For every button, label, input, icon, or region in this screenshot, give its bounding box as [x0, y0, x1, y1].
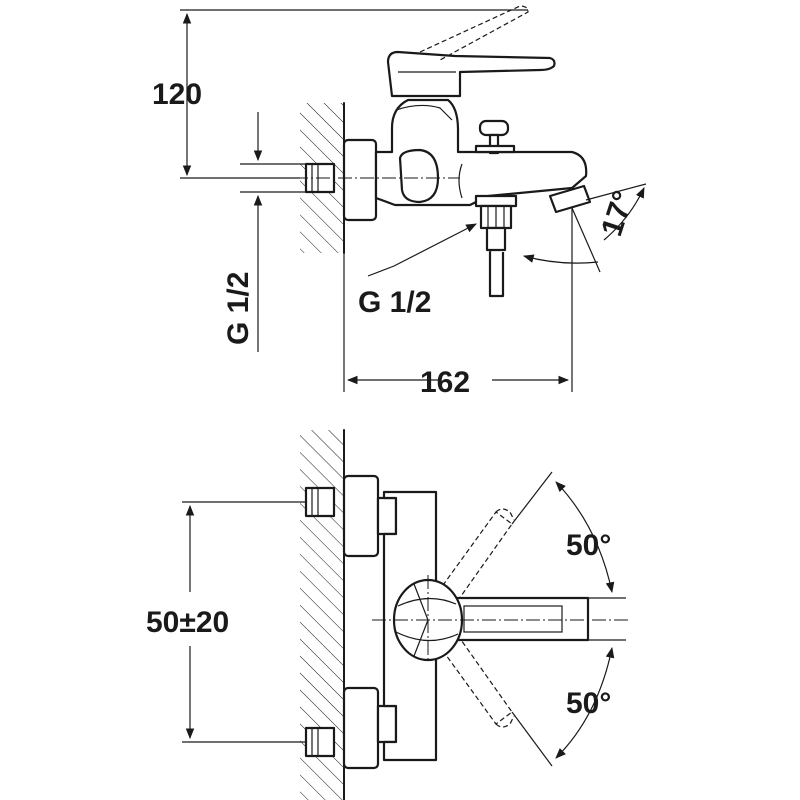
dim-height-above: 120 [152, 78, 202, 111]
dim-spout-angle: 17° [595, 187, 640, 240]
front-elevation-view: 50±20 50° 50° [146, 429, 630, 800]
lever-handle-side [386, 50, 556, 98]
dim-inlet-thread: G 1/2 [222, 272, 255, 345]
inlet-lower [304, 726, 336, 758]
side-elevation-view: 120 G 1/2 G 1/2 162 17° [152, 5, 647, 399]
dim-lever-angle-lower: 50° [566, 687, 611, 720]
diverter-knob [474, 119, 516, 155]
dim-lever-angle-upper: 50° [566, 529, 611, 562]
inlet-upper [304, 486, 336, 518]
hose-connector [474, 194, 518, 298]
wall-flange-top [342, 138, 378, 222]
dim-outlet-thread: G 1/2 [358, 286, 431, 319]
spout-outlet [548, 184, 592, 214]
dim-depth: 162 [420, 366, 470, 399]
dim-inlet-spacing: 50±20 [146, 606, 229, 639]
